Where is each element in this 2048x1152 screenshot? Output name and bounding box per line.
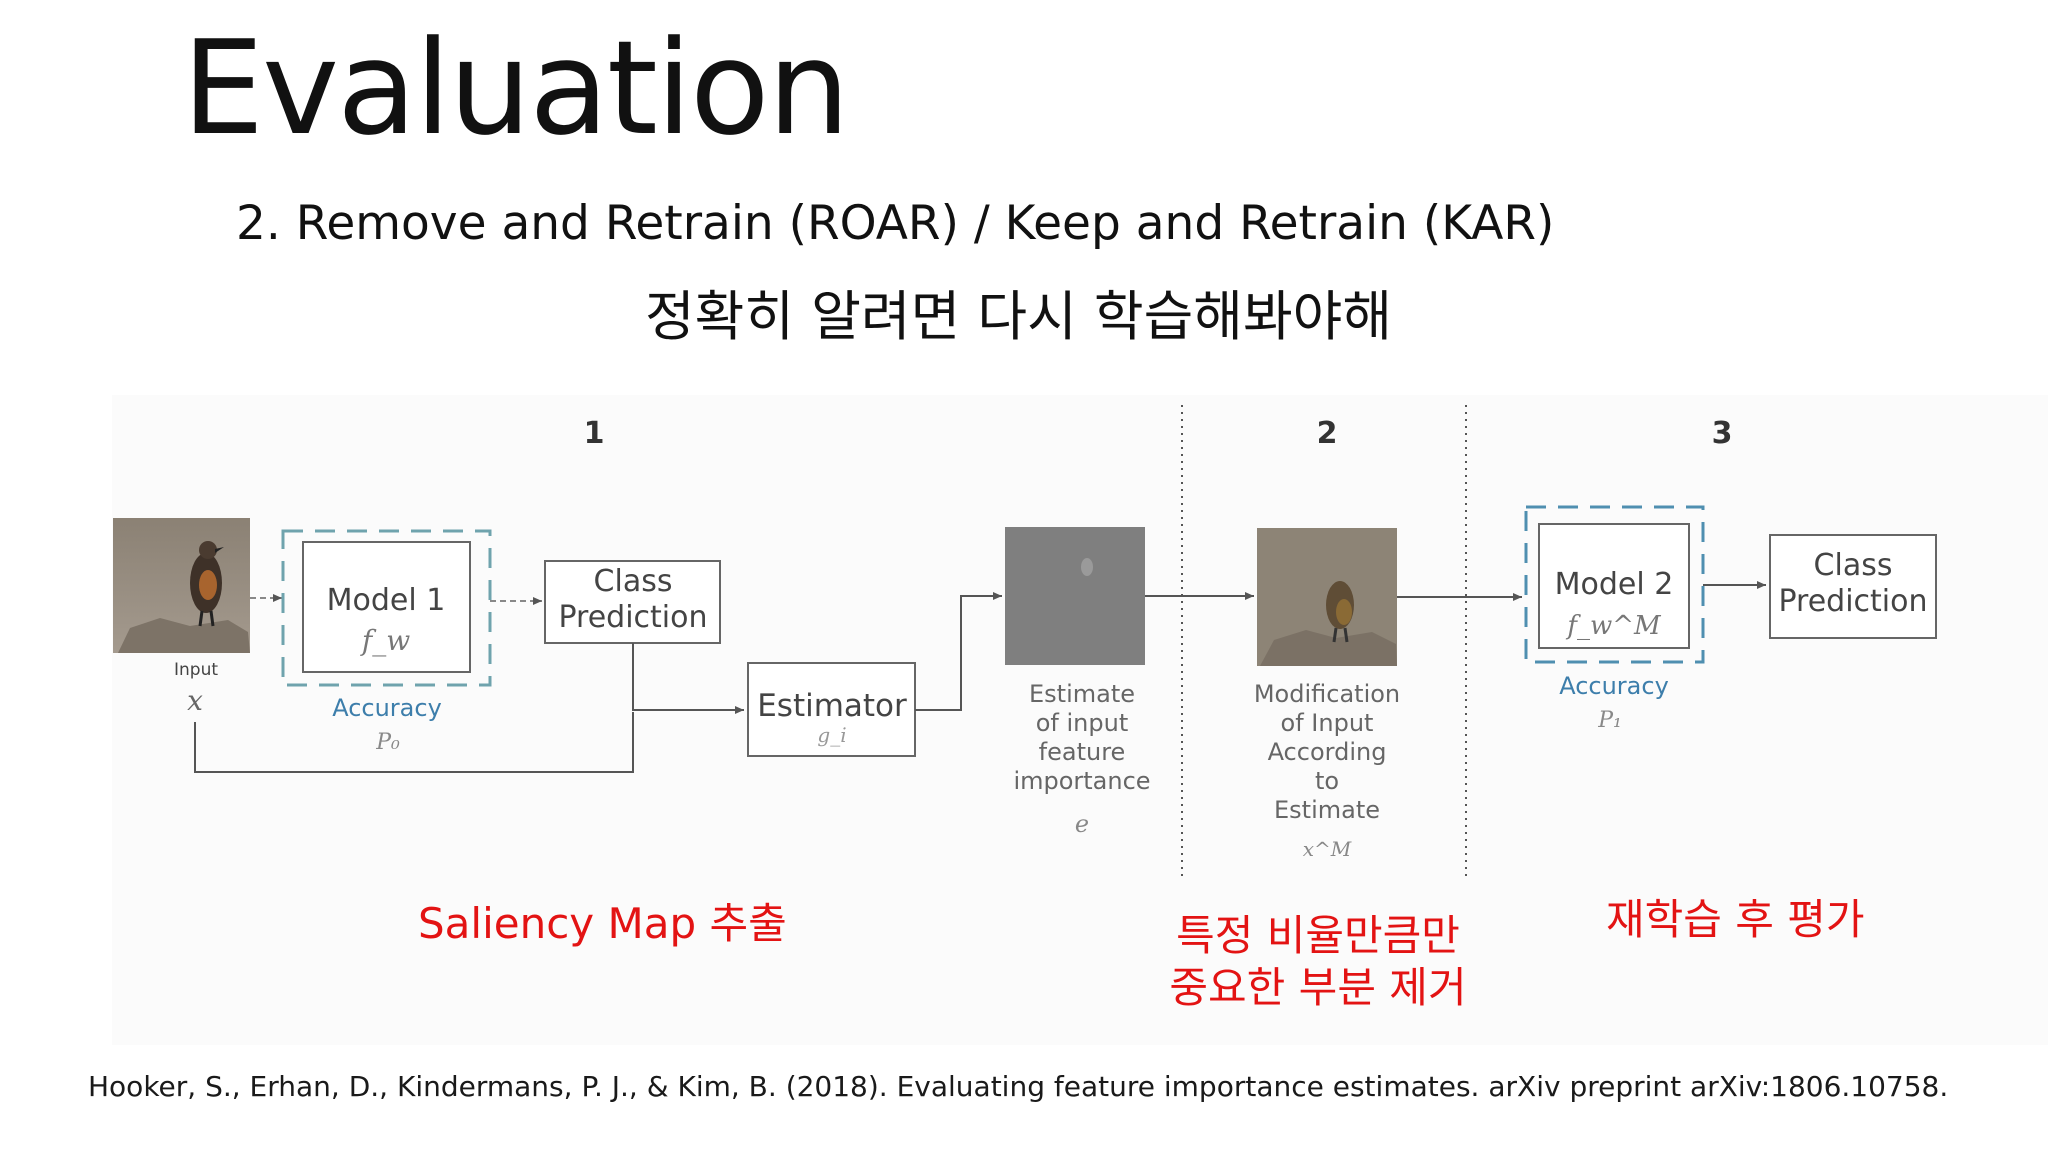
model2-accuracy-symbol: P₁ [1597,708,1622,733]
estimate-caption-line2: of input [1036,709,1129,737]
estimator-label: Estimator [757,688,907,724]
model2-label: Model 2 [1555,567,1674,602]
model2-box [1538,523,1690,649]
modified-input-image [1257,528,1397,666]
class-prediction-box-2 [1769,534,1937,639]
input-feedback-line [194,712,634,773]
estimate-caption-line3: feature [1039,738,1126,766]
estimator-box [747,662,916,757]
estimator-symbol: g_i [817,723,846,747]
model1-accuracy-symbol: P₀ [375,730,400,755]
model2-symbol: f_w^M [1565,611,1662,641]
model1-symbol: f_w [360,624,410,657]
model1-label: Model 1 [327,583,446,618]
step-number-1: 1 [584,416,605,451]
slide-subtitle: 2. Remove and Retrain (ROAR) / Keep and … [236,196,1555,251]
saliency-map-image [1005,527,1145,665]
modification-caption-line1: Modification [1254,680,1400,708]
arrow-prediction-to-estimator [632,643,744,714]
model1-box [302,541,471,673]
saliency-annotation: Saliency Map 추출 [418,899,787,948]
class-prediction-1-line1: Class [594,564,673,599]
input-symbol: x [187,684,203,717]
step-number-3: 3 [1712,416,1733,451]
slide-title: Evaluation [182,12,850,164]
model2-accuracy-label: Accuracy [1559,672,1669,700]
arrow-estimator-to-saliency [915,592,1002,711]
diagram-background [112,395,2048,1045]
modification-caption-line2: of Input [1281,709,1374,737]
estimate-caption-line4: importance [1013,767,1150,795]
citation: Hooker, S., Erhan, D., Kindermans, P. J.… [88,1070,1949,1103]
estimate-caption-line1: Estimate [1029,680,1135,708]
class-prediction-1-line2: Prediction [558,600,707,635]
step-number-2: 2 [1317,416,1338,451]
input-bird-image [113,518,250,653]
estimate-symbol: e [1075,810,1089,838]
input-label: Input [174,660,218,680]
class-prediction-box-1 [544,560,721,644]
modification-caption-line5: Estimate [1274,796,1380,824]
remove-annotation-line2: 중요한 부분 제거 [1169,963,1467,1012]
modification-symbol: x^M [1303,837,1352,861]
class-prediction-2-line2: Prediction [1778,584,1927,619]
retrain-annotation: 재학습 후 평가 [1606,895,1865,944]
modification-caption-line4: to [1315,767,1339,795]
remove-annotation-line1: 특정 비율만큼만 [1176,911,1460,960]
model2-dashed-frame [1524,505,1705,664]
class-prediction-2-line1: Class [1814,548,1893,583]
model1-dashed-frame [281,529,492,687]
model1-accuracy-label: Accuracy [332,694,442,722]
korean-note: 정확히 알려면 다시 학습해봐야해 [645,285,1393,348]
modification-caption-line3: According [1268,738,1387,766]
